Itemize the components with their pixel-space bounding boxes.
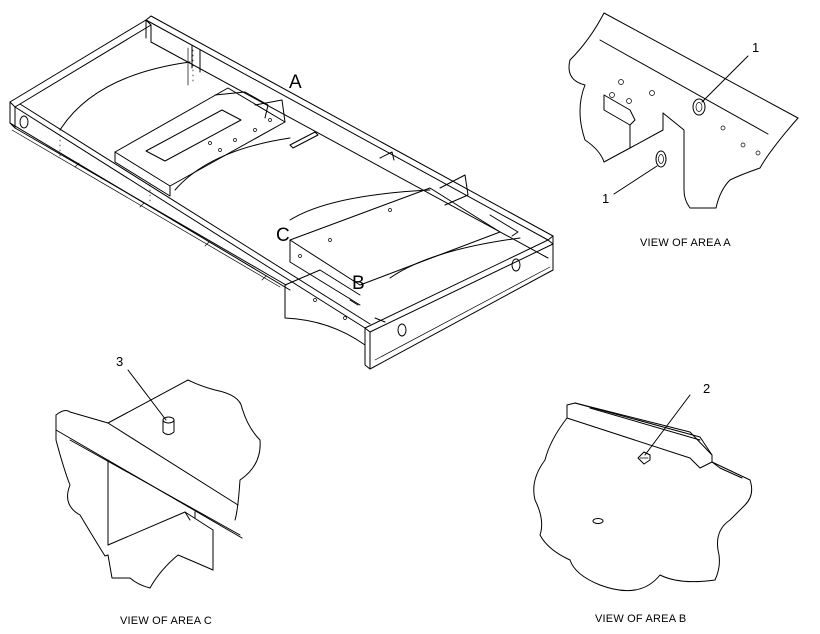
caption-area-b: VIEW OF AREA B [595,613,686,625]
area-label-b: B [352,273,365,294]
area-label-c: C [276,225,290,246]
area-label-a: A [289,72,302,93]
detail-view-area-c [55,369,261,589]
callout-1-bottom: 1 [602,191,609,206]
callout-1-top: 1 [752,40,759,55]
caption-area-c: VIEW OF AREA C [120,615,212,627]
detail-view-area-a [568,12,799,209]
frame-assembly [9,15,554,370]
callout-3: 3 [116,354,123,369]
callout-2: 2 [703,381,710,396]
detail-view-area-b [533,394,753,592]
caption-area-a: VIEW OF AREA A [640,237,731,249]
